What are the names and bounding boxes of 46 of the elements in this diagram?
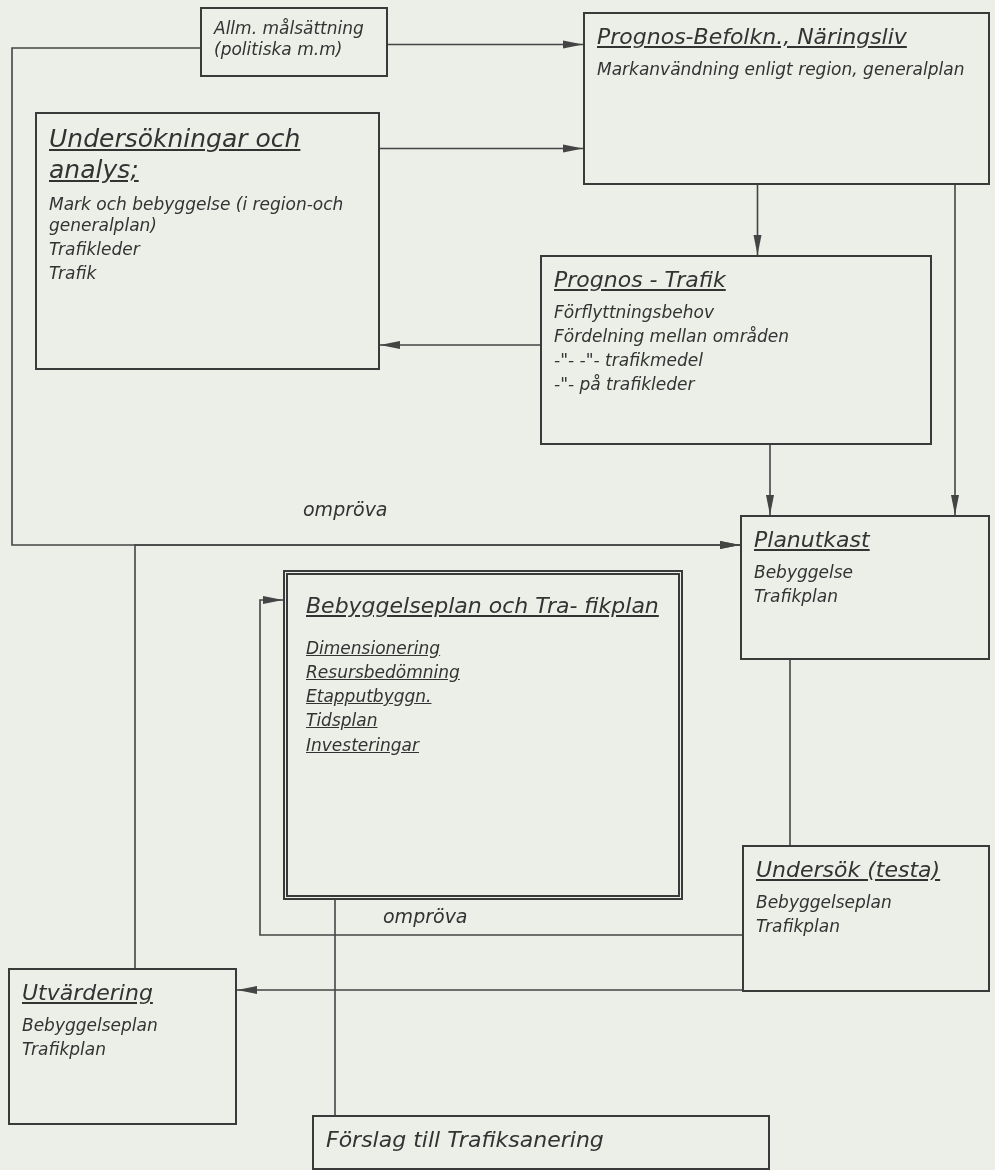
process-box bbox=[312, 1115, 770, 1170]
box-text: Resursbedömning bbox=[306, 661, 460, 683]
box-heading: Undersök (testa) bbox=[756, 856, 941, 884]
process-box bbox=[283, 570, 683, 900]
arrow bbox=[753, 184, 762, 256]
box-heading: Prognos - Trafik bbox=[554, 266, 726, 294]
box-text: Trafikplan bbox=[756, 915, 840, 937]
box-heading: Utvärdering bbox=[22, 979, 153, 1007]
box-text: -"- på trafikleder bbox=[554, 374, 695, 396]
process-box bbox=[200, 7, 388, 77]
box-text: Trafikplan bbox=[754, 585, 838, 607]
box-heading: Undersökningar och analys; bbox=[49, 123, 302, 186]
box-text: Trafikplan bbox=[22, 1038, 106, 1060]
box-text: Markanvändning enligt region, generalplan bbox=[597, 58, 965, 80]
arrow bbox=[259, 596, 743, 936]
process-box bbox=[740, 515, 990, 660]
box-heading: Prognos-Befolkn., Näringsliv bbox=[597, 23, 907, 51]
box-text: -"- -"- trafikmedel bbox=[554, 350, 703, 372]
box-text: Tidsplan bbox=[306, 710, 378, 732]
box-text: Dimensionering bbox=[306, 637, 441, 659]
box-text: Trafikleder bbox=[49, 239, 140, 261]
box-heading: Bebyggelseplan och Tra- fikplan bbox=[306, 592, 659, 620]
box-text: Förflyttningsbehov bbox=[554, 301, 714, 323]
arrow bbox=[379, 341, 541, 349]
box-text: Allm. målsättning (politiska m.m) bbox=[214, 18, 365, 61]
arrow bbox=[379, 144, 584, 153]
box-text: Bebyggelseplan bbox=[22, 1014, 158, 1036]
arrow bbox=[134, 541, 741, 969]
box-heading: Planutkast bbox=[754, 526, 870, 554]
box-text: Bebyggelseplan bbox=[756, 891, 892, 913]
arrow bbox=[236, 986, 743, 994]
arrow bbox=[387, 40, 584, 49]
box-text: Etapputbyggn. bbox=[306, 686, 432, 708]
box-text: Mark och bebyggelse (i region-och generalplan) bbox=[49, 193, 345, 236]
arrow bbox=[951, 184, 959, 516]
process-box bbox=[540, 255, 932, 445]
process-box bbox=[583, 12, 990, 185]
box-text: Bebyggelse bbox=[754, 561, 854, 583]
box-text: Trafik bbox=[49, 263, 97, 285]
box-text: Förslag till Trafiksanering bbox=[326, 1126, 604, 1154]
arrow bbox=[766, 444, 774, 516]
process-box bbox=[742, 845, 990, 992]
process-box bbox=[35, 112, 380, 370]
box-text: Investeringar bbox=[306, 734, 419, 756]
process-box bbox=[8, 968, 237, 1125]
box-text: Fördelning mellan områden bbox=[554, 325, 790, 347]
